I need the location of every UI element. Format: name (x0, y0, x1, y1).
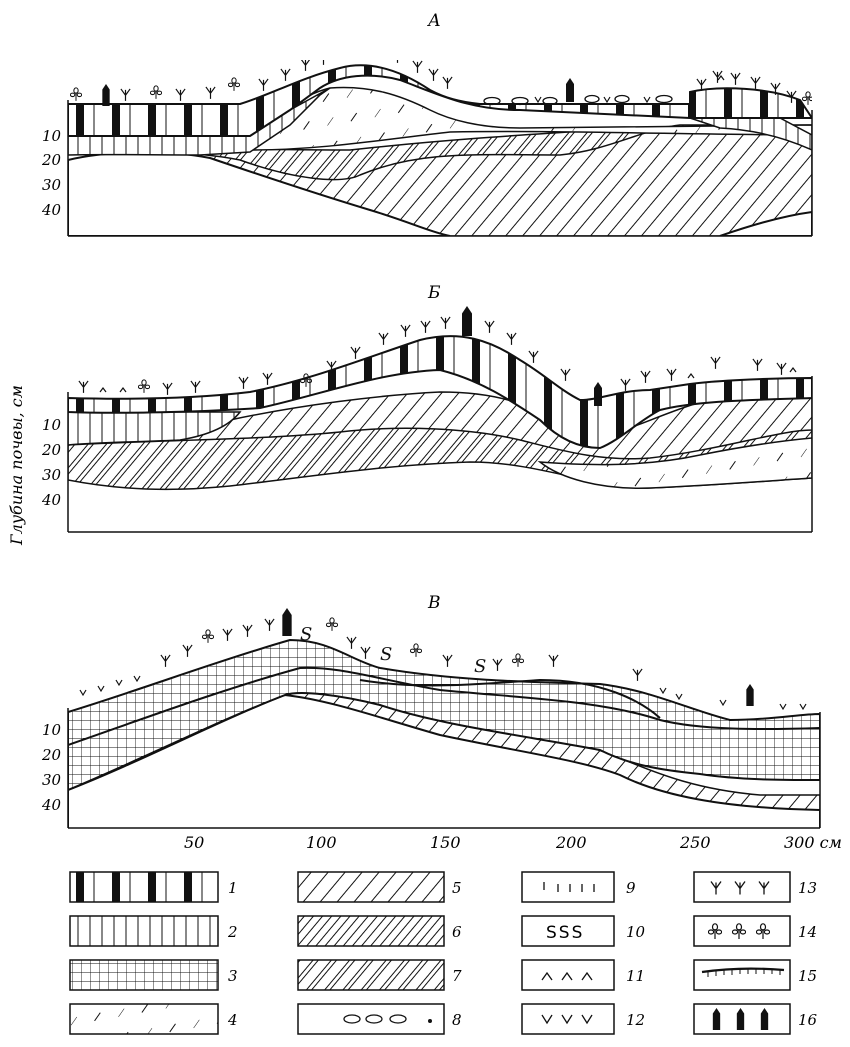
svg-text:12: 12 (626, 1011, 645, 1029)
svg-text:3: 3 (228, 967, 238, 985)
legend-item-3: 3 (69, 959, 238, 991)
surface-ovals-a (483, 94, 673, 106)
svg-text:30: 30 (42, 466, 62, 484)
legend-item-9: 9 (521, 871, 636, 903)
svg-text:300 см: 300 см (784, 833, 842, 852)
svg-text:200: 200 (555, 833, 587, 852)
profile-b-depth-ticks: 10 20 30 40 (41, 416, 62, 509)
profile-c-depth-ticks: 10 20 30 40 (41, 721, 62, 814)
svg-text:8: 8 (452, 1011, 462, 1029)
svg-text:1: 1 (228, 879, 238, 897)
legend-item-5: 5 (297, 871, 462, 903)
svg-text:10: 10 (42, 721, 62, 739)
leafy-plant-icon (150, 85, 162, 100)
legend-item-7: 7 (297, 959, 462, 991)
leafy-plant-icon (138, 379, 150, 394)
profile-a-label: А (427, 11, 441, 31)
legend: 1 2 3 4 5 6 7 (69, 871, 818, 1035)
profile-a-layer-1 (68, 64, 812, 137)
svg-text:30: 30 (42, 176, 62, 194)
profile-a-layer-2-right (689, 117, 812, 151)
svg-text:40: 40 (41, 796, 62, 814)
profile-c-divider-2 (359, 678, 661, 719)
surface-vees-c (79, 675, 807, 711)
post-icon (282, 608, 292, 636)
svg-text:250: 250 (679, 833, 711, 852)
profile-a-depth-ticks: 10 20 30 40 (41, 127, 62, 219)
svg-text:6: 6 (452, 923, 462, 941)
profile-b-layer-2 (68, 411, 242, 446)
svg-text:S: S (380, 644, 392, 665)
legend-item-15: 15 (693, 959, 817, 991)
profile-c-divider-1 (68, 666, 820, 746)
x-axis-ticks: 50 100 150 200 250 300 см (184, 833, 842, 852)
svg-text:20: 20 (41, 746, 62, 764)
svg-text:11: 11 (626, 967, 645, 985)
svg-text:SSS: SSS (546, 923, 584, 943)
legend-item-13: 13 (693, 871, 817, 903)
svg-text:10: 10 (626, 923, 646, 941)
profile-c-label: В (427, 593, 441, 613)
svg-text:16: 16 (798, 1011, 818, 1029)
legend-item-14: 14 (693, 915, 817, 947)
svg-text:4: 4 (227, 1011, 238, 1029)
profile-b: Б (41, 283, 813, 533)
s-letters-c: S S S (300, 624, 486, 677)
legend-item-11: 11 (521, 959, 645, 991)
svg-text:5: 5 (452, 879, 462, 897)
svg-text:100: 100 (306, 833, 337, 852)
post-icon (594, 382, 602, 406)
profile-a: А (41, 11, 813, 237)
post-icon (566, 78, 574, 102)
svg-text:9: 9 (626, 879, 636, 897)
profile-a-layer-2 (68, 87, 331, 156)
legend-item-4: 4 (69, 1003, 238, 1035)
legend-item-16: 16 (693, 1003, 818, 1035)
legend-item-6: 6 (297, 915, 462, 947)
svg-text:10: 10 (42, 127, 62, 145)
profile-b-subsoil-hatched (537, 437, 812, 489)
surface-carets-b (99, 367, 797, 393)
svg-text:14: 14 (798, 923, 817, 941)
svg-text:15: 15 (798, 967, 817, 985)
y-axis-label: Глубина почвы, см (7, 385, 26, 546)
surface-vees-a (534, 75, 725, 104)
svg-text:S: S (300, 624, 312, 645)
legend-item-12: 12 (521, 1003, 645, 1035)
post-icon (356, 34, 365, 60)
leafy-plant-icon (802, 91, 812, 106)
post-icon (462, 306, 472, 336)
legend-item-1: 1 (69, 871, 238, 903)
svg-text:40: 40 (41, 201, 62, 219)
svg-text:40: 40 (41, 491, 62, 509)
svg-text:7: 7 (452, 967, 462, 985)
profile-b-layer-6 (68, 391, 812, 460)
leafy-plant-icon (70, 87, 82, 102)
profile-c: В (41, 593, 821, 829)
profile-b-layer-1 (68, 335, 812, 450)
post-icon (102, 84, 110, 106)
svg-text:20: 20 (41, 151, 62, 169)
legend-item-2: 2 (69, 915, 238, 947)
legend-item-10: SSS 10 (521, 915, 646, 947)
svg-text:2: 2 (227, 923, 238, 941)
svg-text:20: 20 (41, 441, 62, 459)
svg-text:150: 150 (430, 833, 461, 852)
post-icon (746, 684, 754, 706)
svg-text:S: S (474, 656, 486, 677)
svg-text:30: 30 (42, 771, 62, 789)
svg-text:10: 10 (42, 416, 62, 434)
legend-item-8: 8 (297, 1003, 462, 1035)
svg-text:13: 13 (798, 879, 817, 897)
svg-text:50: 50 (184, 833, 204, 852)
leafy-plant-icon (228, 77, 240, 92)
profile-b-label: Б (427, 283, 441, 303)
